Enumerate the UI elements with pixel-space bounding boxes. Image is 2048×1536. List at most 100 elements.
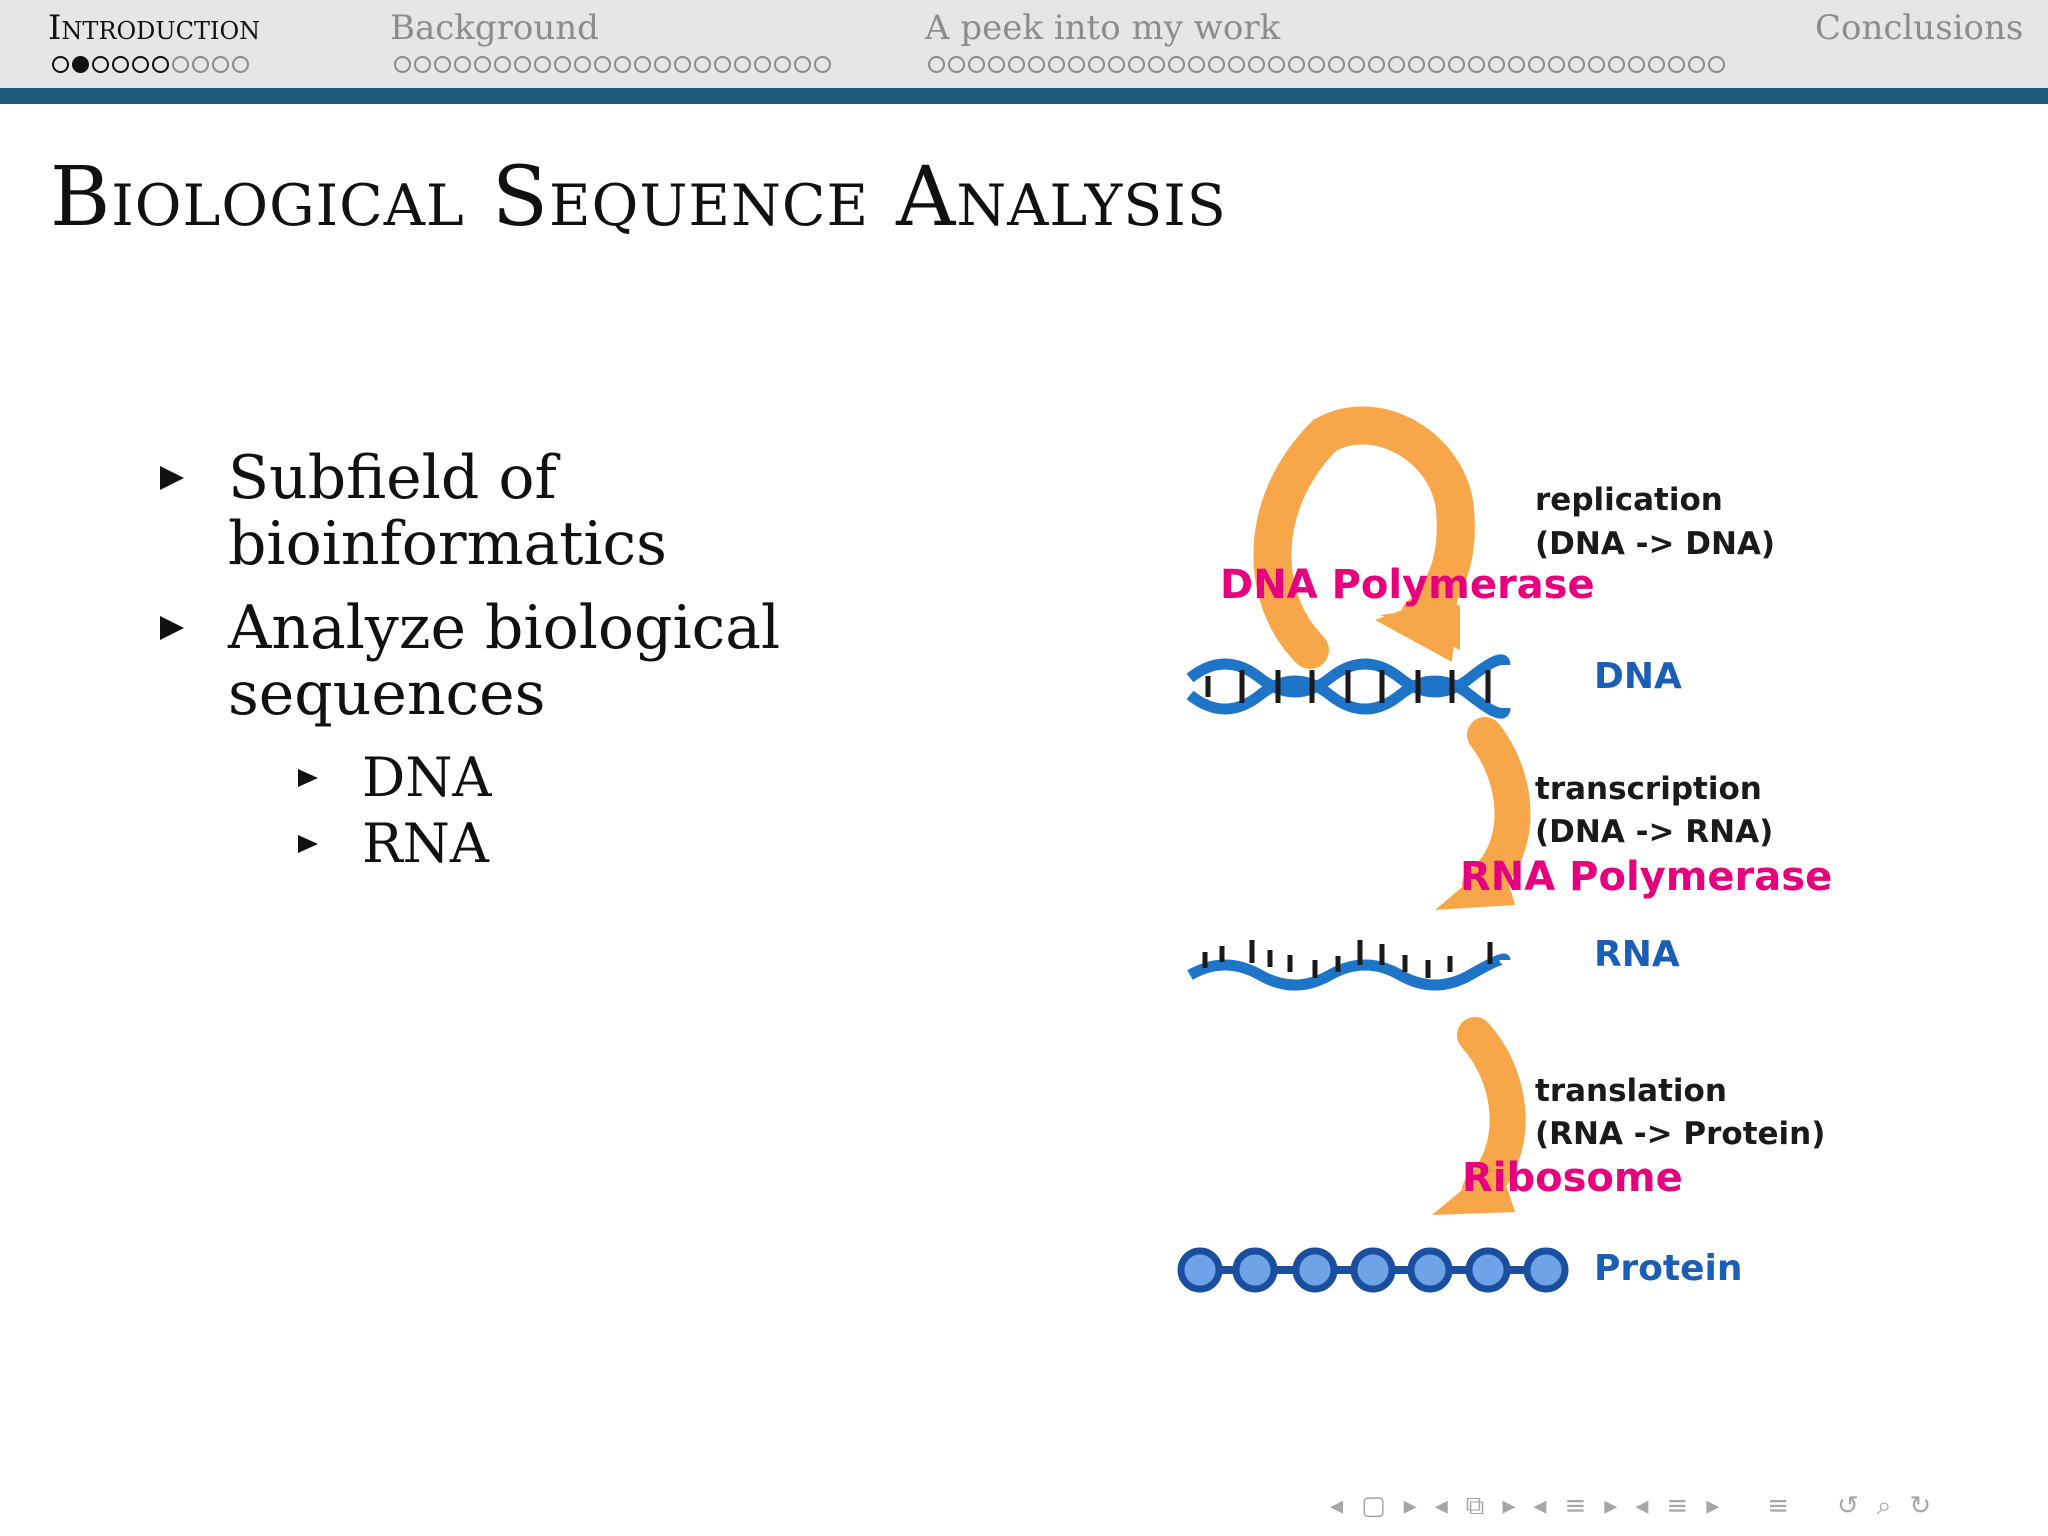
slide-dot[interactable] (714, 56, 731, 73)
slide-dot[interactable] (414, 56, 431, 73)
slide-dot[interactable] (1608, 56, 1625, 73)
slide-dot[interactable] (1128, 56, 1145, 73)
slide-dot[interactable] (1548, 56, 1565, 73)
slide-dot[interactable] (1168, 56, 1185, 73)
slide-dot[interactable] (394, 56, 411, 73)
arrow-right-icon[interactable]: ▸ (1403, 1491, 1417, 1521)
arrow-right-icon[interactable]: ▸ (1604, 1491, 1618, 1521)
slide-dot[interactable] (814, 56, 831, 73)
slide-dot[interactable] (1348, 56, 1365, 73)
protein-chain-icon (1177, 1247, 1569, 1293)
search-icon[interactable]: ⌕ (1876, 1490, 1892, 1521)
slide-dot[interactable] (574, 56, 591, 73)
slide-dot[interactable] (434, 56, 451, 73)
arrow-left-icon[interactable]: ◂ (1533, 1491, 1547, 1521)
slide-dot[interactable] (988, 56, 1005, 73)
subsection-icon[interactable]: ⧉ (1465, 1490, 1485, 1521)
slide-dot[interactable] (1328, 56, 1345, 73)
slide-dot[interactable] (1488, 56, 1505, 73)
slide-dot[interactable] (1528, 56, 1545, 73)
section-introduction[interactable]: Introduction (48, 8, 261, 48)
slide-dot[interactable] (1568, 56, 1585, 73)
arrow-left-icon[interactable]: ◂ (1330, 1491, 1344, 1521)
slide-dot[interactable] (1288, 56, 1305, 73)
section-icon[interactable]: ≡ (1564, 1491, 1587, 1521)
slide-dot[interactable] (1448, 56, 1465, 73)
slide-dot[interactable] (1248, 56, 1265, 73)
slide-dot[interactable] (1148, 56, 1165, 73)
slide-dot[interactable] (1688, 56, 1705, 73)
slide-dot[interactable] (734, 56, 751, 73)
section-background[interactable]: Background (390, 8, 599, 48)
slide-dot[interactable] (1068, 56, 1085, 73)
slide-dot[interactable] (1228, 56, 1245, 73)
slide-dot[interactable] (1428, 56, 1445, 73)
sub-bullet-item: RNA (298, 811, 960, 877)
slide-dot[interactable] (192, 56, 209, 73)
slide-dot[interactable] (928, 56, 945, 73)
slide-dot[interactable] (212, 56, 229, 73)
slide-dot[interactable] (152, 56, 169, 73)
section-peek-into-my-work[interactable]: A peek into my work (925, 8, 1281, 48)
transcription-arrow-icon (1435, 717, 1531, 910)
arrow-left-icon[interactable]: ◂ (1434, 1491, 1448, 1521)
slide-dot[interactable] (1188, 56, 1205, 73)
slide-dot[interactable] (594, 56, 611, 73)
slide-dot[interactable] (232, 56, 249, 73)
slide-dot[interactable] (1648, 56, 1665, 73)
slide-dot[interactable] (1368, 56, 1385, 73)
slide-dot[interactable] (1468, 56, 1485, 73)
section-conclusions[interactable]: Conclusions (1815, 8, 2024, 48)
slide-dot[interactable] (1008, 56, 1025, 73)
transcription-label: transcription (1535, 771, 1762, 807)
slide-dot[interactable] (1108, 56, 1125, 73)
slide-dot[interactable] (654, 56, 671, 73)
slide-dot[interactable] (794, 56, 811, 73)
slide-dot[interactable] (514, 56, 531, 73)
slide-dot-current[interactable] (72, 56, 89, 73)
slide-dot[interactable] (1308, 56, 1325, 73)
slide-dot[interactable] (1588, 56, 1605, 73)
arrow-right-icon[interactable]: ▸ (1706, 1491, 1720, 1521)
protein-label: Protein (1594, 1248, 1743, 1289)
slide-dot[interactable] (1508, 56, 1525, 73)
slide-dot[interactable] (1208, 56, 1225, 73)
transcription-detail: (DNA -> RNA) (1535, 814, 1774, 850)
slide-dot[interactable] (534, 56, 551, 73)
slide-dot[interactable] (172, 56, 189, 73)
slide-dot[interactable] (774, 56, 791, 73)
slide-dot[interactable] (112, 56, 129, 73)
slide-dot[interactable] (494, 56, 511, 73)
slide-dot[interactable] (634, 56, 651, 73)
slide-dot[interactable] (1088, 56, 1105, 73)
frame-icon[interactable]: ▢ (1361, 1491, 1386, 1521)
arrow-left-icon[interactable]: ◂ (1635, 1491, 1649, 1521)
slide-dot[interactable] (1408, 56, 1425, 73)
slide-dot[interactable] (968, 56, 985, 73)
arrow-right-icon[interactable]: ▸ (1502, 1491, 1516, 1521)
slide-dot[interactable] (92, 56, 109, 73)
slide-dot[interactable] (1708, 56, 1725, 73)
replication-arrow-icon (1253, 406, 1475, 669)
slide-dot[interactable] (554, 56, 571, 73)
slide-dot[interactable] (1668, 56, 1685, 73)
redo-icon[interactable]: ↻ (1909, 1491, 1932, 1521)
slide-dot[interactable] (1028, 56, 1045, 73)
slide-dot[interactable] (614, 56, 631, 73)
undo-icon[interactable]: ↺ (1837, 1491, 1859, 1521)
slide-dot[interactable] (1268, 56, 1285, 73)
bullet-item: Subfield of bioinformatics (160, 445, 960, 577)
slide-dot[interactable] (454, 56, 471, 73)
slide-dot[interactable] (474, 56, 491, 73)
slide-dot[interactable] (1048, 56, 1065, 73)
slide-dot[interactable] (52, 56, 69, 73)
slide-dot[interactable] (754, 56, 771, 73)
slide-dot[interactable] (1628, 56, 1645, 73)
slide-dot[interactable] (948, 56, 965, 73)
slide-dot[interactable] (674, 56, 691, 73)
slide-dot[interactable] (1388, 56, 1405, 73)
section-icon[interactable]: ≡ (1666, 1491, 1689, 1521)
slide-dot[interactable] (694, 56, 711, 73)
slide-dot[interactable] (132, 56, 149, 73)
toc-icon[interactable]: ≡ (1767, 1491, 1790, 1521)
